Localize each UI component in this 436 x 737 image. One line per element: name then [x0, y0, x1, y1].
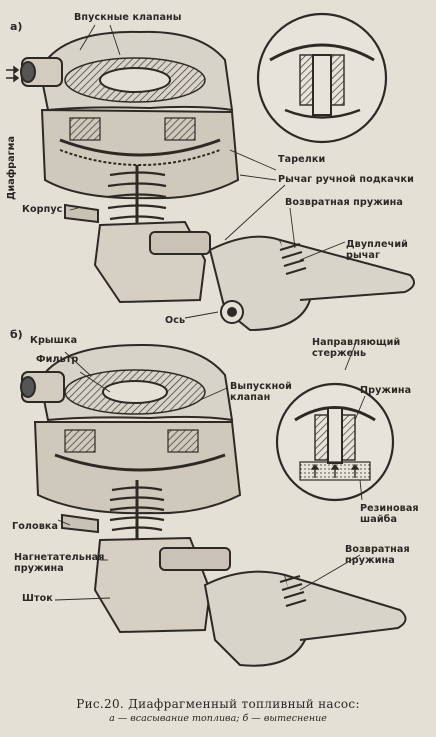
label-rod: Шток [22, 593, 53, 604]
label-return-spring-b-1: Возвратная [345, 544, 410, 555]
figure-caption: Рис.20. Диафрагменный топливный насос: а… [0, 697, 436, 724]
label-rubber-washer-1: Резиновая [360, 503, 419, 514]
label-housing: Корпус [22, 204, 63, 215]
label-diaphragm: Диафрагма [6, 136, 17, 200]
label-rubber-washer-2: шайба [360, 514, 398, 525]
label-spring: Пружина [360, 385, 412, 396]
caption-subtitle: а — всасывание топлива; б — вытеснение [109, 713, 327, 724]
label-axle: Ось [165, 315, 186, 326]
label-pressure-spring-2: пружина [14, 563, 64, 574]
label-return-spring-b-2: пружина [345, 555, 395, 566]
caption-title: Рис.20. Диафрагменный топливный насос: [76, 697, 360, 711]
label-guide-rod-2: стержень [312, 348, 367, 359]
label-filter: Фильтр [36, 354, 79, 365]
label-return-spring-a: Возвратная пружина [285, 197, 403, 208]
pump-view-b [20, 343, 407, 667]
label-double-lever-1: Двуплечий [346, 239, 408, 250]
label-intake-valves: Впускные клапаны [74, 12, 182, 23]
label-pressure-spring-1: Нагнетательная [14, 552, 105, 563]
pump-view-a [6, 12, 415, 332]
panel-a-tag: а) [10, 20, 23, 33]
label-plates: Тарелки [278, 154, 326, 165]
label-cover: Крышка [30, 335, 78, 346]
label-outlet-valve-1: Выпускной [230, 381, 292, 392]
label-outlet-valve-2: клапан [230, 392, 271, 403]
label-head: Головка [12, 521, 59, 532]
panel-b-tag: б) [10, 328, 23, 341]
label-hand-lever: Рычаг ручной подкачки [278, 174, 414, 185]
label-double-lever-2: рычаг [346, 250, 381, 261]
label-guide-rod-1: Направляющий [312, 337, 401, 348]
